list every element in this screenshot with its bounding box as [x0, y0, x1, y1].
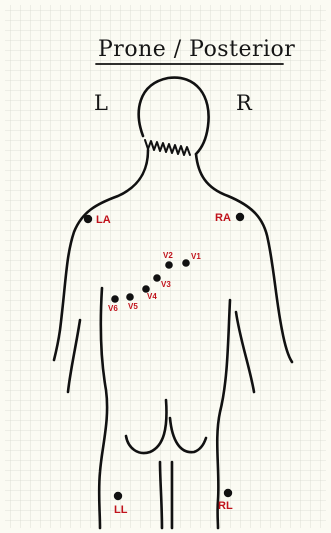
electrode-dot-v5 [126, 293, 134, 301]
electrode-dot-v2 [165, 261, 173, 269]
diagram-title: Prone / Posterior [98, 37, 295, 62]
side-label-right: R [236, 91, 253, 115]
electrode-dot-v3 [153, 274, 161, 282]
graph-paper-grid [5, 5, 326, 528]
electrode-dot-v6 [111, 295, 119, 303]
electrode-label-v4: V4 [147, 292, 157, 301]
electrode-dot-ra [236, 213, 244, 221]
electrode-dot-rl [224, 489, 232, 497]
electrode-label-ll: LL [114, 504, 128, 516]
electrode-label-la: LA [96, 214, 111, 226]
electrode-label-v5: V5 [128, 302, 138, 311]
electrode-dot-la [84, 215, 92, 223]
electrode-label-v2: V2 [163, 251, 173, 260]
electrode-label-rl: RL [218, 500, 233, 512]
electrode-label-v1: V1 [191, 252, 201, 261]
side-label-left: L [94, 91, 108, 115]
electrode-dot-v1 [182, 259, 190, 267]
electrode-label-v6: V6 [108, 304, 118, 313]
electrode-label-ra: RA [215, 212, 231, 224]
electrode-dot-ll [114, 492, 122, 500]
electrode-label-v3: V3 [161, 280, 171, 289]
